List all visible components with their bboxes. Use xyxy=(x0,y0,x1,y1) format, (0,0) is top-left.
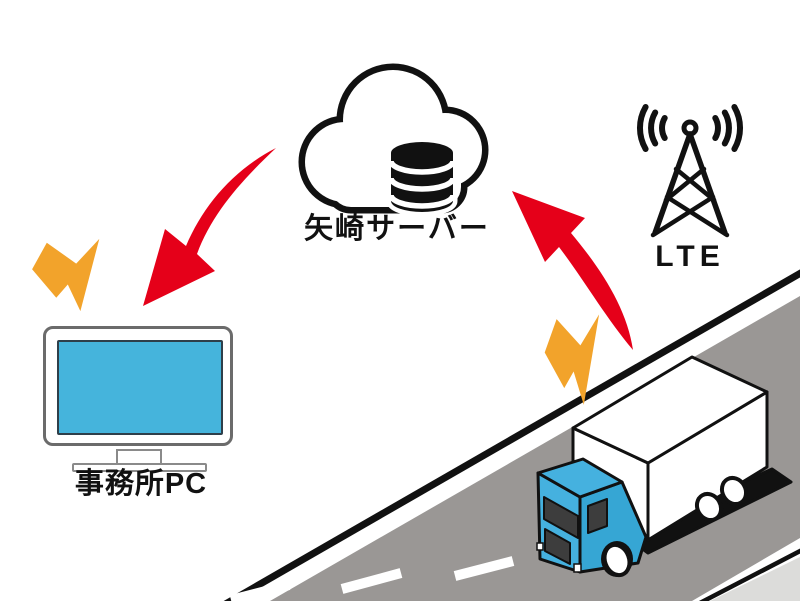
arrow-truck-to-server xyxy=(512,191,633,350)
tower-braces xyxy=(650,166,730,238)
flash-icon-truck xyxy=(544,314,600,405)
lte-label: LTE xyxy=(655,240,725,273)
antenna-tower-icon xyxy=(637,104,743,238)
truck-box-top xyxy=(571,355,769,465)
server-label: 矢崎サーバー xyxy=(304,213,490,245)
road-center-dashes xyxy=(229,556,515,601)
road-shoulder-corner xyxy=(710,557,800,601)
flash-icon-pc xyxy=(32,238,100,312)
tower-legs xyxy=(652,131,728,236)
radio-waves xyxy=(637,104,743,152)
truck-front-wheel xyxy=(602,542,632,578)
truck-icon xyxy=(536,355,793,578)
monitor-stand-base xyxy=(72,463,207,472)
road-edge-line-bottom xyxy=(698,548,800,601)
truck-headlights xyxy=(536,542,582,573)
truck-rear-wheels xyxy=(694,475,749,523)
truck-windows xyxy=(543,496,608,565)
cloud-database-icon xyxy=(298,63,489,217)
monitor-screen xyxy=(57,340,223,435)
road-edge-line-top xyxy=(223,269,800,601)
database-icon xyxy=(386,137,458,217)
arrow-server-to-pc xyxy=(143,148,276,306)
office-pc-label: 事務所PC xyxy=(74,468,208,500)
